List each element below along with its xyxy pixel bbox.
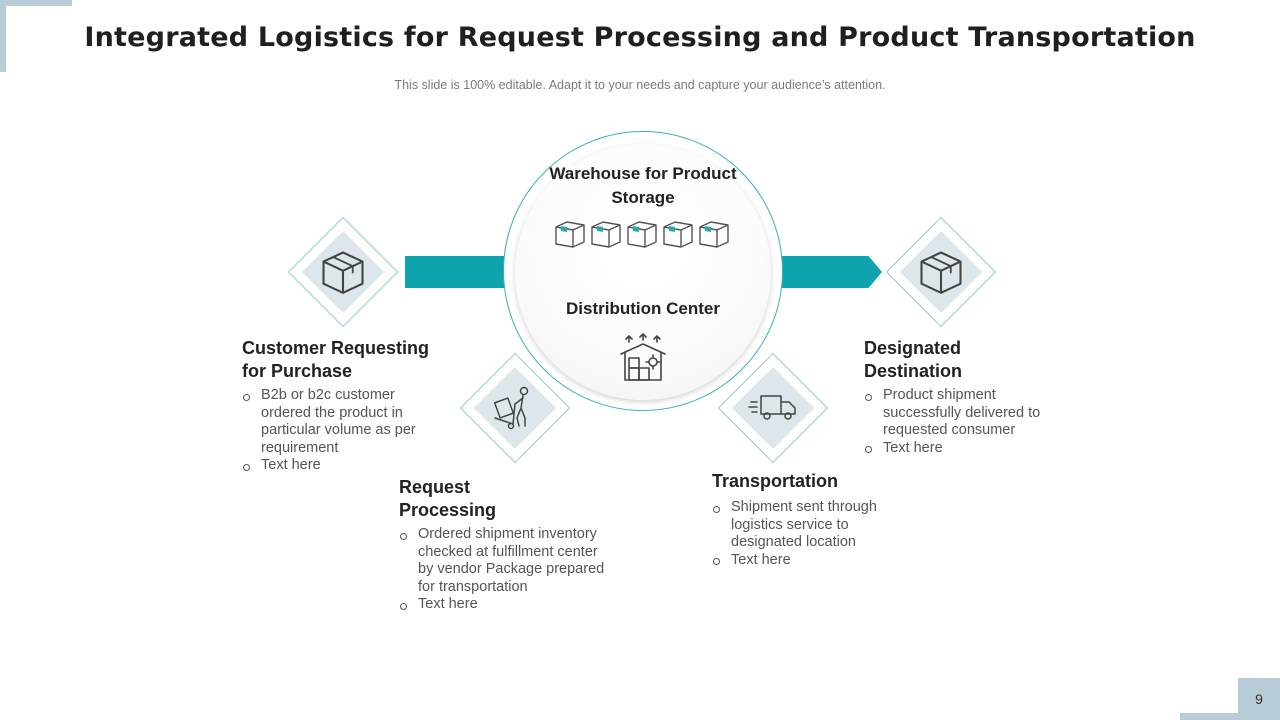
- delivery-truck-icon: [747, 382, 799, 434]
- page-number: 9: [1238, 678, 1280, 720]
- connector-arrow-right: [770, 256, 882, 288]
- list-item: Text here: [242, 457, 417, 475]
- slide-title: Integrated Logistics for Request Process…: [84, 22, 1196, 53]
- distribution-title: Distribution Center: [566, 299, 720, 318]
- list-item: B2b or b2c customer ordered the product …: [242, 387, 417, 457]
- list-item: Product shipment successfully delivered …: [864, 387, 1049, 440]
- box-icon: [663, 221, 693, 248]
- diamond-customer: [287, 216, 399, 328]
- center-circle: [515, 144, 771, 400]
- box-icon: [627, 221, 657, 248]
- storage-boxes: [553, 216, 733, 252]
- slide-subtitle: This slide is 100% editable. Adapt it to…: [394, 78, 886, 92]
- box-icon: [591, 221, 621, 248]
- step-list-destination: Product shipment successfully delivered …: [864, 387, 1049, 457]
- step-heading-processing: Request Processing: [399, 477, 497, 520]
- diamond-processing: [459, 352, 571, 464]
- package-icon: [317, 246, 369, 298]
- step-list-transportation: Shipment sent through logistics service …: [712, 499, 892, 569]
- box-icon: [555, 221, 585, 248]
- hand-truck-icon: [489, 382, 541, 434]
- diamond-destination: [885, 216, 997, 328]
- list-item: Ordered shipment inventory checked at fu…: [399, 526, 611, 596]
- list-item: Shipment sent through logistics service …: [712, 499, 892, 552]
- package-icon: [915, 246, 967, 298]
- list-item: Text here: [864, 440, 1049, 458]
- step-heading-transportation: Transportation: [712, 471, 839, 491]
- step-list-customer: B2b or b2c customer ordered the product …: [242, 387, 417, 475]
- box-icon: [699, 221, 729, 248]
- step-heading-destination: Designated Destination: [864, 338, 963, 381]
- diamond-transportation: [717, 352, 829, 464]
- connector-bar-left: [405, 256, 517, 288]
- list-item: Text here: [712, 552, 892, 570]
- step-list-processing: Ordered shipment inventory checked at fu…: [399, 526, 611, 614]
- corner-decoration: [0, 0, 72, 72]
- page-number-accent: [1180, 713, 1238, 720]
- list-item: Text here: [399, 596, 611, 614]
- step-heading-customer: Customer Requesting for Purchase: [242, 338, 430, 381]
- warehouse-title: Warehouse for Product Storage: [549, 164, 737, 207]
- warehouse-icon: [617, 332, 669, 384]
